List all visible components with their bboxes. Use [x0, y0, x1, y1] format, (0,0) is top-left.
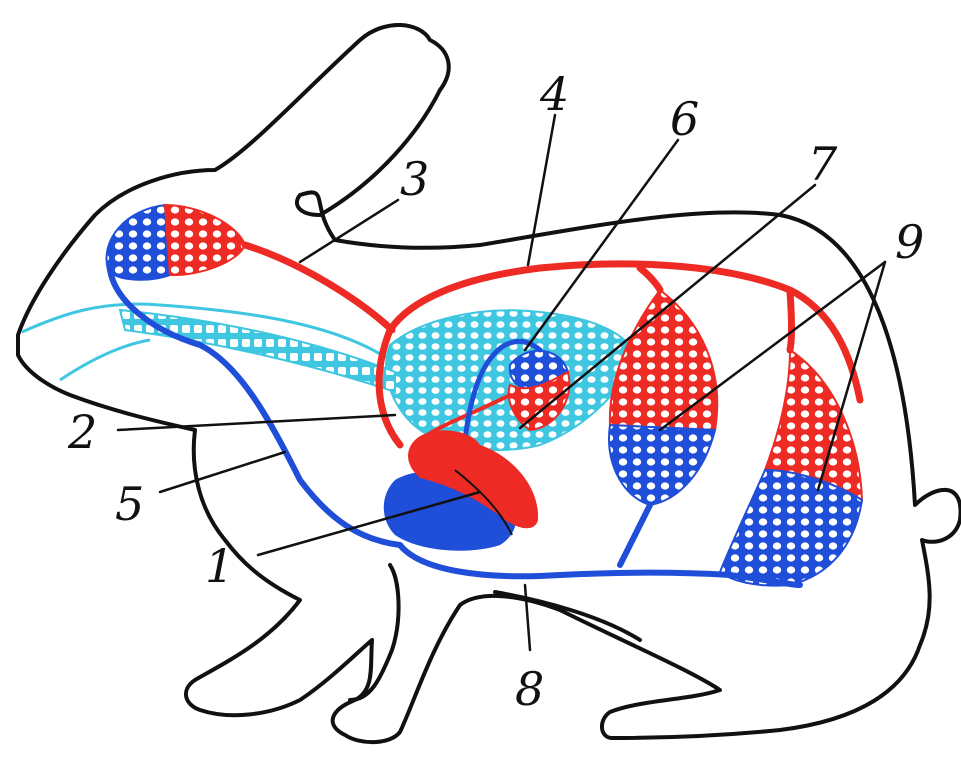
hind-artery [790, 292, 792, 350]
gut-vein [620, 505, 650, 565]
gut-capillary-network [609, 290, 717, 505]
hind-capillary-network [720, 350, 862, 586]
leader-5 [160, 452, 285, 492]
leader-3 [300, 200, 398, 262]
jugular-vein [110, 270, 400, 545]
label-9: 9 [895, 215, 924, 269]
label-7: 7 [808, 137, 838, 191]
head-capillaries-venous [107, 205, 170, 280]
label-2: 2 [67, 405, 97, 459]
head-capillaries-arterial [165, 205, 245, 275]
leader-8 [525, 585, 530, 650]
label-8: 8 [515, 662, 544, 716]
label-4: 4 [539, 67, 569, 121]
lymph-duct [120, 310, 395, 392]
label-5: 5 [115, 477, 144, 531]
label-6: 6 [670, 92, 699, 146]
gut-artery [640, 268, 660, 290]
lung-capillary-network [386, 310, 633, 450]
leader-4 [528, 115, 555, 265]
label-3: 3 [400, 152, 429, 206]
head-capillary-network [107, 205, 245, 280]
label-1: 1 [205, 539, 234, 593]
